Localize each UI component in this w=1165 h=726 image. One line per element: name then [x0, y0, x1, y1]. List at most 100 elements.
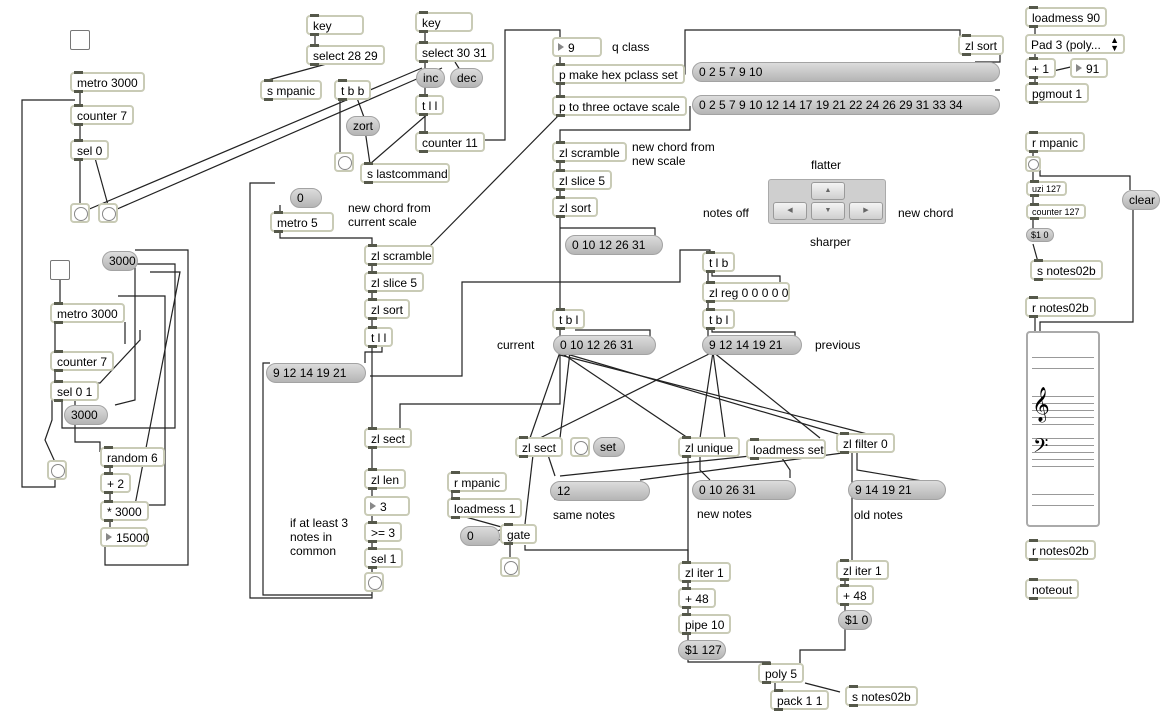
r-mpanic-1[interactable]: r mpanic	[447, 471, 508, 493]
bang-sel-1[interactable]	[364, 572, 384, 592]
key-2[interactable]: key	[415, 11, 473, 33]
tbl-2[interactable]: t b l	[702, 308, 736, 330]
toggle-metro-a[interactable]	[70, 30, 90, 50]
chord-message-2[interactable]: 9 12 14 19 21	[266, 363, 366, 383]
tll-2[interactable]: t l l	[364, 326, 394, 348]
tbl-1[interactable]: t b l	[552, 308, 586, 330]
metro-a[interactable]: metro 3000	[70, 71, 145, 93]
uzi-127[interactable]: uzi 127	[1026, 180, 1068, 197]
metro-5[interactable]: metro 5	[270, 211, 334, 233]
key-1[interactable]: key	[306, 14, 364, 36]
up-key[interactable]: ▲	[811, 182, 845, 200]
counter-b[interactable]: counter 7	[50, 350, 115, 372]
zl-scramble-2[interactable]: zl scramble	[364, 244, 434, 266]
gate[interactable]: gate	[500, 523, 538, 545]
sel-1[interactable]: sel 1	[364, 547, 404, 569]
bang-mpanic[interactable]	[1025, 156, 1041, 172]
current-message[interactable]: 0 10 12 26 31	[553, 335, 656, 355]
sel-b[interactable]: sel 0 1	[50, 380, 100, 402]
msg-3000-a[interactable]: 3000	[102, 251, 138, 271]
zl-filter[interactable]: zl filter 0	[836, 432, 895, 454]
zl-slice-2[interactable]: zl slice 5	[364, 271, 425, 293]
select-30-31[interactable]: select 30 31	[415, 41, 494, 63]
scale3-message[interactable]: 0 2 5 7 9 10 12 14 17 19 21 22 24 26 29 …	[692, 95, 1000, 115]
tll-1[interactable]: t l l	[415, 94, 445, 116]
bang-a1[interactable]	[70, 203, 90, 223]
poly-5[interactable]: poly 5	[758, 662, 805, 684]
times-3000[interactable]: * 3000	[100, 500, 149, 522]
zl-scramble-1[interactable]: zl scramble	[552, 141, 627, 163]
plus-48-1[interactable]: + 48	[678, 587, 716, 609]
zl-sect-2[interactable]: zl sect	[515, 436, 564, 458]
zl-reg[interactable]: zl reg 0 0 0 0 0	[702, 281, 790, 303]
zl-sort-top[interactable]: zl sort	[958, 34, 1005, 56]
random-6[interactable]: random 6	[100, 446, 165, 468]
loadmess-90[interactable]: loadmess 90	[1025, 6, 1108, 28]
zort-message[interactable]: zort	[346, 116, 381, 136]
metro-b[interactable]: metro 3000	[50, 302, 125, 324]
counter-11[interactable]: counter 11	[415, 131, 485, 153]
set-message[interactable]: set	[593, 437, 625, 457]
previous-message[interactable]: 9 12 14 19 21	[702, 335, 802, 355]
noteout[interactable]: noteout	[1025, 578, 1080, 600]
zl-iter-1[interactable]: zl iter 1	[678, 561, 731, 583]
scale-message[interactable]: 0 2 5 7 9 10	[692, 62, 1000, 82]
old-message[interactable]: 9 14 19 21	[848, 480, 946, 500]
velocity-message[interactable]: $1 127	[678, 640, 726, 660]
number-3[interactable]: 3	[364, 496, 410, 516]
program-menu[interactable]: Pad 3 (poly... ▲▼	[1025, 34, 1125, 54]
bang-a2[interactable]	[98, 203, 118, 223]
bang-tbb[interactable]	[334, 152, 354, 172]
clear-message[interactable]: clear	[1122, 190, 1160, 210]
p-make-hex-pclass-set[interactable]: p make hex pclass set	[552, 63, 685, 85]
new-message[interactable]: 0 10 26 31	[692, 480, 796, 500]
r-notes02b-2[interactable]: r notes02b	[1025, 539, 1096, 561]
zl-sect-1[interactable]: zl sect	[364, 427, 413, 449]
loadmess-set[interactable]: loadmess set	[746, 438, 826, 460]
direction-keypad[interactable]: ▲ ◀ ▼ ▶	[768, 179, 886, 224]
tlb[interactable]: t l b	[702, 251, 736, 273]
chord-message-1[interactable]: 0 10 12 26 31	[565, 235, 663, 255]
plus-48-2[interactable]: + 48	[836, 584, 874, 606]
loadmess-1[interactable]: loadmess 1	[447, 497, 523, 519]
r-mpanic-2[interactable]: r mpanic	[1025, 131, 1086, 153]
zl-iter-2[interactable]: zl iter 1	[836, 559, 889, 581]
r-notes02b-1[interactable]: r notes02b	[1025, 296, 1096, 318]
number-q[interactable]: 9	[552, 37, 602, 57]
pgmout[interactable]: pgmout 1	[1025, 82, 1090, 104]
toggle-metro-b[interactable]	[50, 260, 70, 280]
bang-b[interactable]	[47, 460, 67, 480]
plus-2[interactable]: + 2	[100, 472, 132, 494]
pipe-10[interactable]: pipe 10	[678, 613, 732, 635]
number-15000[interactable]: 15000	[100, 527, 149, 547]
sel-a[interactable]: sel 0	[70, 139, 110, 161]
zero-message-2[interactable]: 0	[460, 526, 500, 546]
counter-a[interactable]: counter 7	[70, 104, 135, 126]
right-key[interactable]: ▶	[849, 202, 883, 220]
inc-message[interactable]: inc	[416, 68, 446, 88]
s-lastcommand[interactable]: s lastcommand	[360, 162, 450, 184]
bang-gate[interactable]	[500, 557, 520, 577]
pack-11[interactable]: pack 1 1	[770, 689, 830, 711]
plus-1[interactable]: + 1	[1025, 57, 1057, 79]
zl-unique[interactable]: zl unique	[678, 436, 741, 458]
zero-velocity-message[interactable]: $1 0	[838, 610, 872, 630]
p-to-three-octave-scale[interactable]: p to three octave scale	[552, 95, 687, 117]
down-key[interactable]: ▼	[811, 202, 845, 220]
s-notes02b-2[interactable]: s notes02b	[1030, 259, 1103, 281]
zero-message[interactable]: 0	[290, 188, 322, 208]
s-mpanic[interactable]: s mpanic	[260, 79, 323, 101]
counter-127[interactable]: counter 127	[1026, 203, 1086, 220]
dec-message[interactable]: dec	[450, 68, 484, 88]
zl-slice-1[interactable]: zl slice 5	[552, 169, 613, 191]
number-91[interactable]: 91	[1070, 58, 1108, 78]
s-notes02b[interactable]: s notes02b	[845, 685, 918, 707]
zl-sort-2[interactable]: zl sort	[364, 298, 411, 320]
dollar-1-0-message[interactable]: $1 0	[1026, 228, 1054, 242]
same-message[interactable]: 12	[550, 481, 650, 501]
bang-set[interactable]	[570, 437, 590, 457]
zl-sort-1[interactable]: zl sort	[552, 196, 599, 218]
msg-3000-b[interactable]: 3000	[64, 405, 108, 425]
zl-len[interactable]: zl len	[364, 468, 407, 490]
tbb[interactable]: t b b	[334, 79, 372, 101]
